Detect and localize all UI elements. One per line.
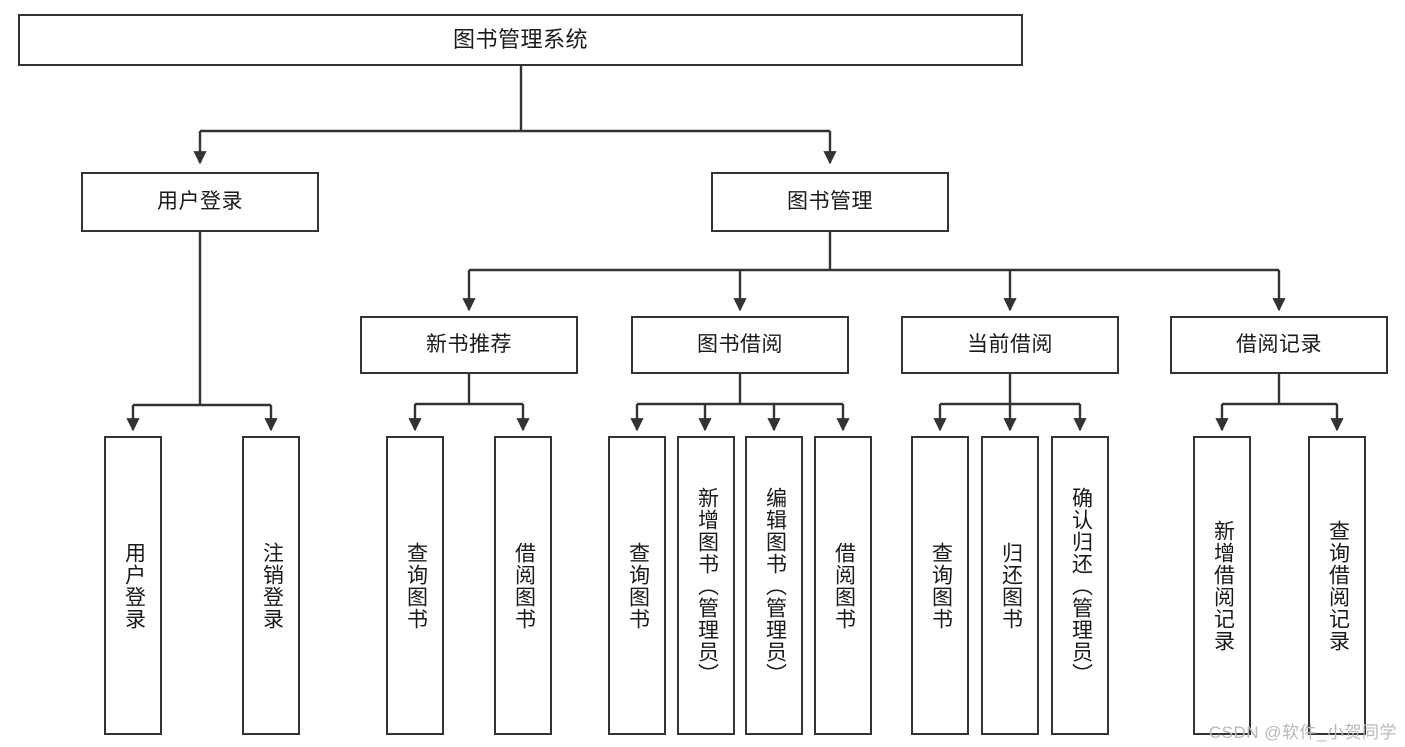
node-book-management[interactable]: 图书管理 [711,172,949,232]
leaf-borrow-record-query-record[interactable]: 查询借阅记录 [1308,436,1366,735]
node-current-borrow[interactable]: 当前借阅 [901,316,1119,374]
leaf-book-borrow-query-book[interactable]: 查询图书 [608,436,666,735]
leaf-book-borrow-add-book-admin[interactable]: 新增图书（管理员） [677,436,735,735]
leaf-book-borrow-borrow-book[interactable]: 借阅图书 [814,436,872,735]
leaf-borrow-record-add-record[interactable]: 新增借阅记录 [1193,436,1251,735]
watermark: CSDN @软件_小贺同学 [1208,723,1397,742]
leaf-new-book-query-book[interactable]: 查询图书 [386,436,444,735]
leaf-current-borrow-return-book[interactable]: 归还图书 [981,436,1039,735]
node-book-borrow[interactable]: 图书借阅 [631,316,849,374]
leaf-current-borrow-confirm-return-admin[interactable]: 确认归还（管理员） [1051,436,1109,735]
leaf-new-book-borrow-book[interactable]: 借阅图书 [494,436,552,735]
leaf-current-borrow-query-book[interactable]: 查询图书 [911,436,969,735]
leaf-user-login-login[interactable]: 用户登录 [104,436,162,735]
leaf-user-login-logout[interactable]: 注销登录 [242,436,300,735]
node-user-login[interactable]: 用户登录 [81,172,319,232]
node-root-book-management-system[interactable]: 图书管理系统 [18,14,1023,66]
leaf-book-borrow-edit-book-admin[interactable]: 编辑图书（管理员） [745,436,803,735]
node-new-book-recommend[interactable]: 新书推荐 [360,316,578,374]
node-borrow-record[interactable]: 借阅记录 [1170,316,1388,374]
